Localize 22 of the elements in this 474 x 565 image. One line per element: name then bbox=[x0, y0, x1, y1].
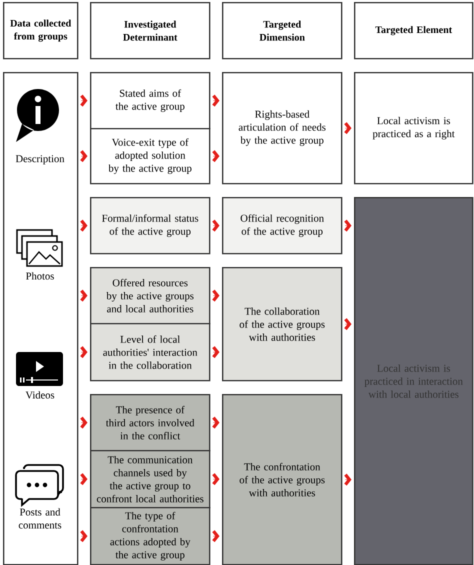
icon-label: Description bbox=[16, 155, 64, 164]
determinant-box: Offered resources by the active groups and local authorities bbox=[90, 267, 210, 324]
column-header: Data collected from groups bbox=[3, 2, 78, 60]
determinant-box: The confrontation of the active groups with authorities bbox=[222, 394, 342, 565]
determinant-box: Local activism is practiced as a right bbox=[354, 72, 474, 184]
determinant-box: The type of confrontation actions adopted by the active group bbox=[90, 507, 210, 565]
element-box: Local activism is practiced in interaction with local authorities bbox=[354, 197, 474, 565]
determinant-box: Rights-based articulation of needs by the active group bbox=[222, 72, 342, 184]
determinant-box: Official recognition of the active group bbox=[222, 197, 342, 254]
determinant-box: The presence of third actors involved in the conflict bbox=[90, 394, 210, 452]
column-header: Targeted Dimension bbox=[222, 2, 342, 60]
determinant-box: The collaboration of the active groups with authorities bbox=[222, 267, 342, 382]
determinant-box: Stated aims of the active group bbox=[90, 72, 210, 130]
determinant-box: Level of local authorities' interaction in the collaboration bbox=[90, 323, 210, 382]
icon-label: Videos bbox=[26, 391, 54, 399]
column-header: Investigated Determinant bbox=[90, 2, 210, 60]
determinant-box: The communication channels used by the active group to confront local authorities bbox=[90, 450, 210, 508]
determinant-box: Formal/informal status of the active group bbox=[90, 197, 210, 254]
column-header: Targeted Element bbox=[354, 2, 474, 60]
icon-label: Photos bbox=[26, 272, 54, 280]
icon-label: Posts and comments bbox=[18, 508, 62, 529]
determinant-box: Voice-exit type of adopted solution by the active group bbox=[90, 128, 210, 184]
